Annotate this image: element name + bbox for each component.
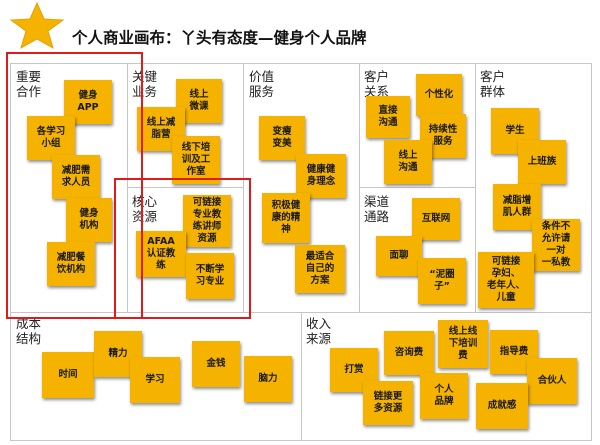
sticky-note: 互联网	[412, 198, 460, 240]
sticky-note: “泥圈 子”	[418, 258, 466, 304]
sticky-note: 不断学 习专业	[186, 253, 234, 299]
highlight-box-key-partners	[6, 52, 143, 319]
business-canvas	[10, 63, 592, 441]
sticky-note: 可链接 专业教 练讲师 资源	[183, 195, 231, 247]
sticky-note: 成就感	[476, 383, 528, 429]
sticky-note: 时间	[42, 352, 94, 398]
sticky-note: 条件不 允许请 一对 一私教	[532, 219, 580, 271]
sticky-note: 个性化	[416, 74, 462, 116]
sticky-note: 最适合 自己的 方案	[295, 245, 345, 293]
divider	[243, 64, 244, 312]
section-customer-segments: 客户 群体	[480, 69, 506, 99]
sticky-note: 健康健 身理念	[296, 154, 346, 198]
sticky-note: 可链接 孕妇、 老年人、 儿童	[478, 252, 534, 308]
section-cost-structure: 成本 结构	[16, 316, 42, 346]
sticky-note: 直接 沟通	[366, 96, 410, 138]
divider	[127, 187, 243, 188]
sticky-note: 健身 机构	[66, 198, 112, 242]
page-title: 个人商业画布：丫头有态度—健身个人品牌	[72, 29, 367, 47]
star-icon	[9, 2, 65, 50]
divider	[301, 312, 302, 440]
sticky-note: 链接更 多资源	[363, 381, 413, 425]
section-revenue-streams: 收入 来源	[306, 316, 332, 346]
sticky-note: 各学习 小组	[27, 116, 75, 160]
sticky-note: 变瘦 变美	[259, 116, 305, 160]
sticky-note: 积极健 康的精 神	[262, 193, 310, 243]
sticky-note: 金钱	[192, 341, 240, 387]
highlight-box-key-resources	[114, 178, 251, 319]
sticky-note: AFAA 认证教 练	[136, 231, 186, 277]
sticky-note: 线上线 下培训 费	[438, 320, 488, 368]
section-channels: 渠道 通路	[364, 194, 390, 224]
sticky-note: 脑力	[244, 356, 292, 402]
divider	[475, 64, 476, 312]
sticky-note: 面聊	[376, 236, 422, 276]
sticky-note: 上班族	[518, 140, 566, 184]
divider	[127, 64, 128, 312]
divider	[359, 187, 475, 188]
sticky-note: 线上 沟通	[384, 140, 432, 184]
section-value-propositions: 价值 服务	[249, 69, 275, 99]
section-customer-relationships: 客户 关系	[364, 69, 390, 99]
section-key-activities: 关键 业务	[132, 69, 158, 99]
section-key-partners: 重要 合作	[16, 69, 42, 99]
section-key-resources: 核心 资源	[132, 194, 158, 224]
divider	[359, 64, 360, 312]
sticky-note: 线下培 训及工 作室	[172, 136, 220, 184]
sticky-note: 减肥需 求人员	[52, 155, 100, 199]
sticky-note: 咨询费	[384, 331, 434, 375]
sticky-note: 减肥餐 饮机构	[47, 242, 95, 286]
sticky-note: 学习	[130, 357, 180, 403]
sticky-note: 个人 品牌	[420, 373, 468, 419]
sticky-note: 合伙人	[527, 358, 577, 404]
